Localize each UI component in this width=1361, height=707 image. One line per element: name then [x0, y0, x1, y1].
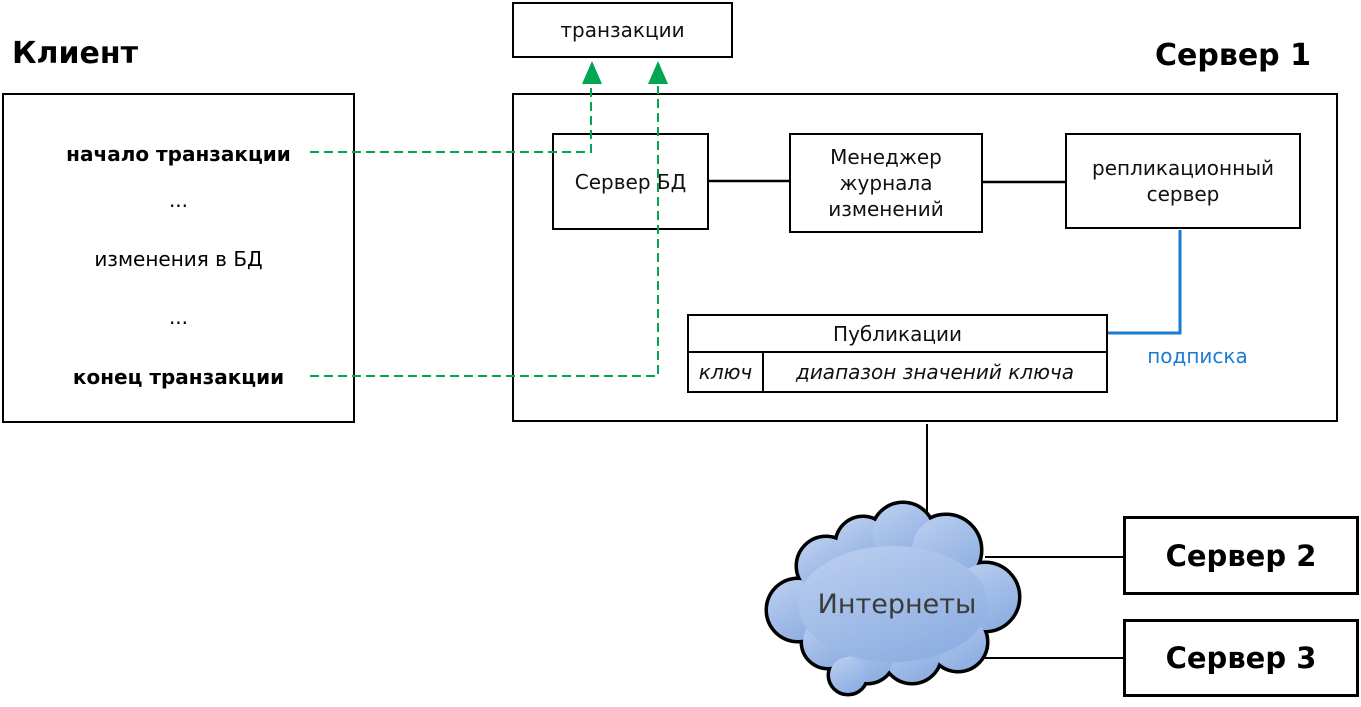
begin-transaction-arrowhead [582, 61, 602, 84]
replication-server-line1: репликационный [1092, 156, 1274, 180]
server3-label: Сервер 3 [1165, 641, 1317, 675]
replication-server-box: репликационный сервер [1065, 133, 1301, 229]
server2-label: Сервер 2 [1165, 538, 1317, 573]
server3-box: Сервер 3 [1123, 619, 1359, 697]
cloud-fill-center [798, 546, 988, 662]
replication-server-label: репликационный сервер [1092, 155, 1274, 207]
db-server-label: Сервер БД [574, 169, 687, 194]
transactions-label: транзакции [560, 18, 685, 42]
internet-cloud: Интернеты [760, 492, 1032, 707]
client-box: начало транзакции ... изменения в БД ...… [2, 93, 355, 423]
subscription-label: подписка [1147, 344, 1248, 368]
log-manager-label: Менеджер журнала изменений [828, 144, 943, 222]
publications-header: Публикации [689, 316, 1106, 353]
log-manager-line2: журнала [839, 171, 933, 195]
step-ellipsis-2: ... [168, 305, 189, 329]
log-manager-box: Менеджер журнала изменений [789, 133, 983, 233]
step-end-transaction: конец транзакции [72, 365, 285, 389]
server1-title: Сервер 1 [1155, 38, 1311, 73]
server2-box: Сервер 2 [1123, 516, 1359, 595]
log-manager-line1: Менеджер [830, 145, 942, 169]
end-transaction-arrowhead [648, 61, 668, 84]
publications-table: Публикации ключ диапазон значений ключа [687, 314, 1108, 393]
db-server-box: Сервер БД [552, 133, 709, 230]
cloud-label: Интернеты [818, 589, 977, 620]
transactions-box: транзакции [512, 2, 733, 58]
step-begin-transaction: начало транзакции [66, 142, 291, 166]
log-manager-line3: изменений [828, 197, 944, 221]
publications-range-cell: диапазон значений ключа [795, 360, 1074, 384]
replication-server-line2: сервер [1146, 182, 1220, 206]
publications-key-cell: ключ [689, 353, 764, 391]
step-ellipsis-1: ... [168, 188, 189, 212]
step-db-changes: изменения в БД [94, 247, 263, 271]
client-title: Клиент [12, 36, 138, 71]
publications-row: ключ диапазон значений ключа [689, 353, 1106, 391]
